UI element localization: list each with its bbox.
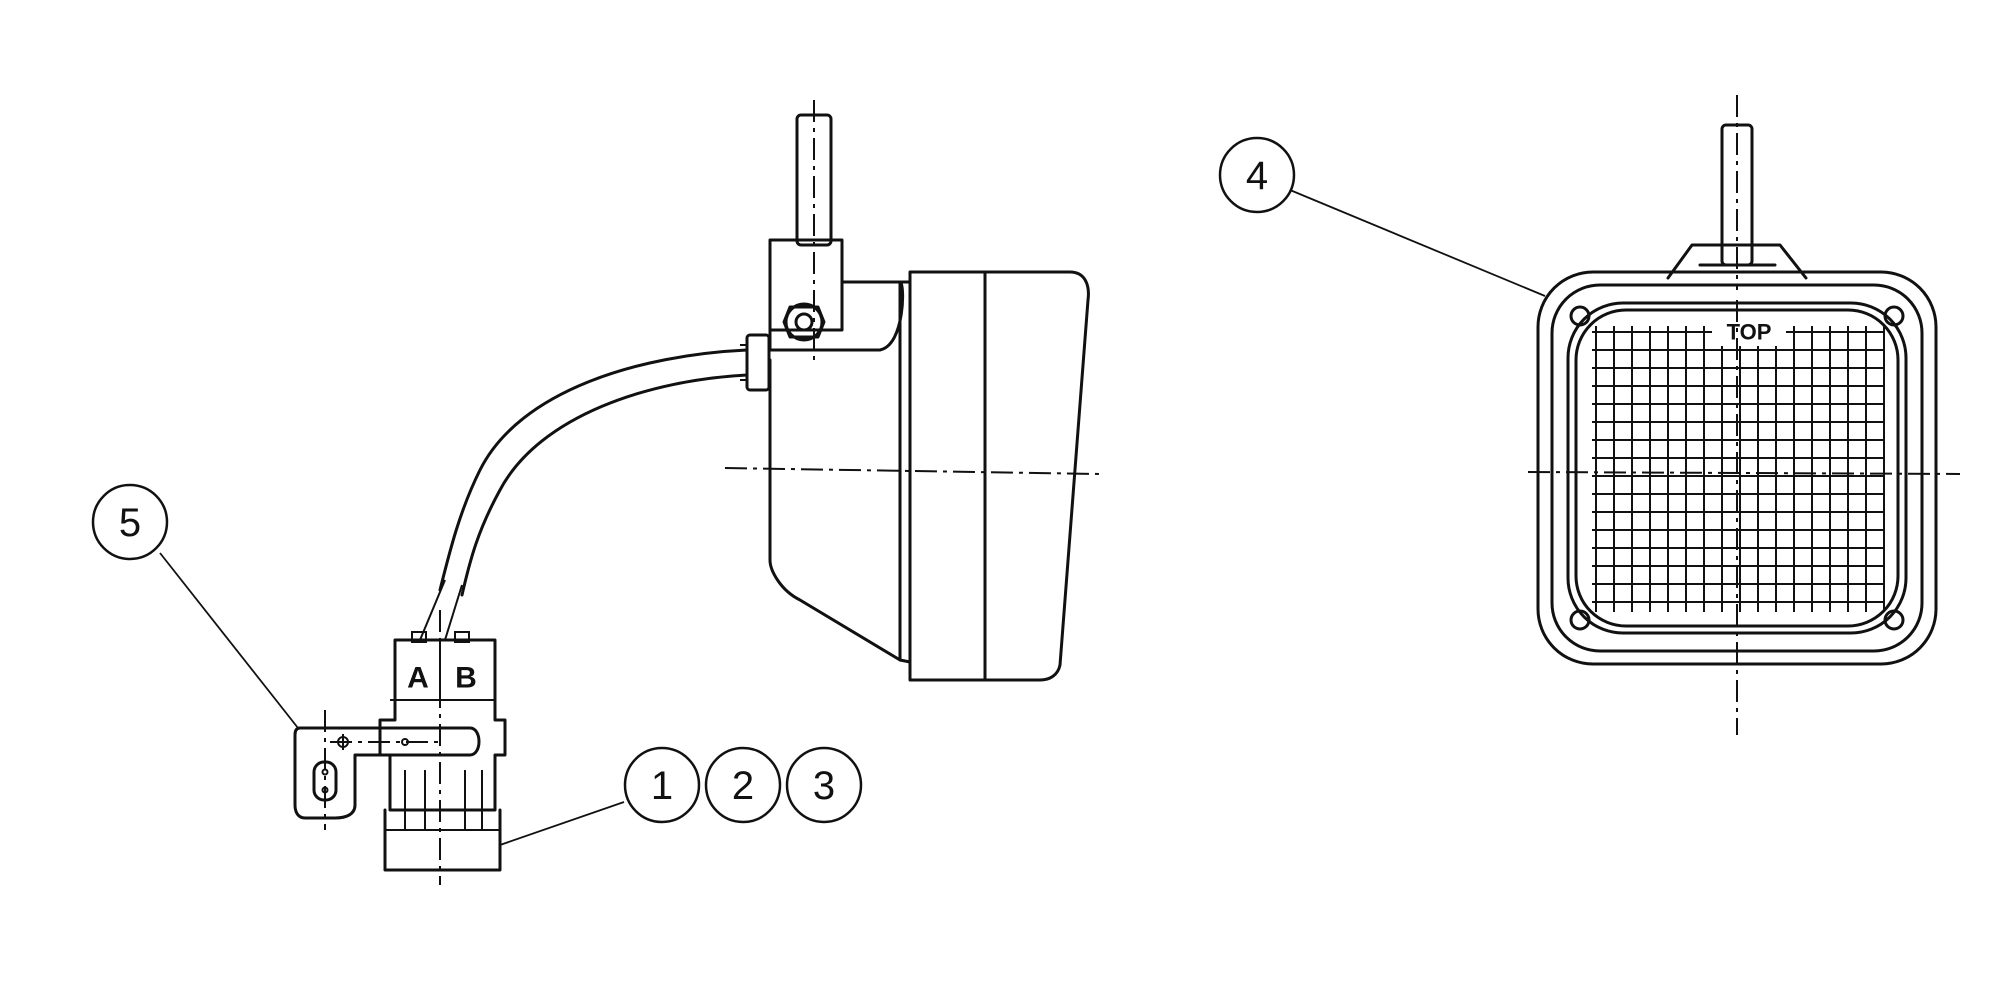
callout-5: 5 [91,483,169,561]
mounting-post [795,100,833,360]
callout-1: 1 [623,746,701,824]
callout-4: 4 [1218,136,1296,214]
callout-3-label: 3 [813,764,835,808]
callout-4-label: 4 [1246,154,1268,198]
leader-4 [1289,189,1546,297]
mounting-bracket [768,238,905,352]
connector-assembly: A B [293,610,507,885]
callout-1-label: 1 [651,764,673,808]
connector-pin-b-label: B [455,662,477,695]
callout-3: 3 [785,746,863,824]
callout-2-label: 2 [732,764,754,808]
lens-top-marking: TOP [1727,320,1772,345]
callout-2: 2 [704,746,782,824]
front-view-lamp: TOP [1527,95,1961,735]
callout-5-label: 5 [119,501,141,545]
lamp-housing [724,270,1101,682]
cable [419,348,749,641]
leader-1 [499,801,625,846]
connector-pin-a-label: A [407,662,429,695]
leader-lines [159,189,1546,846]
leader-5 [159,552,299,729]
cable-grommet [740,333,771,392]
side-view-lamp [419,100,1101,682]
